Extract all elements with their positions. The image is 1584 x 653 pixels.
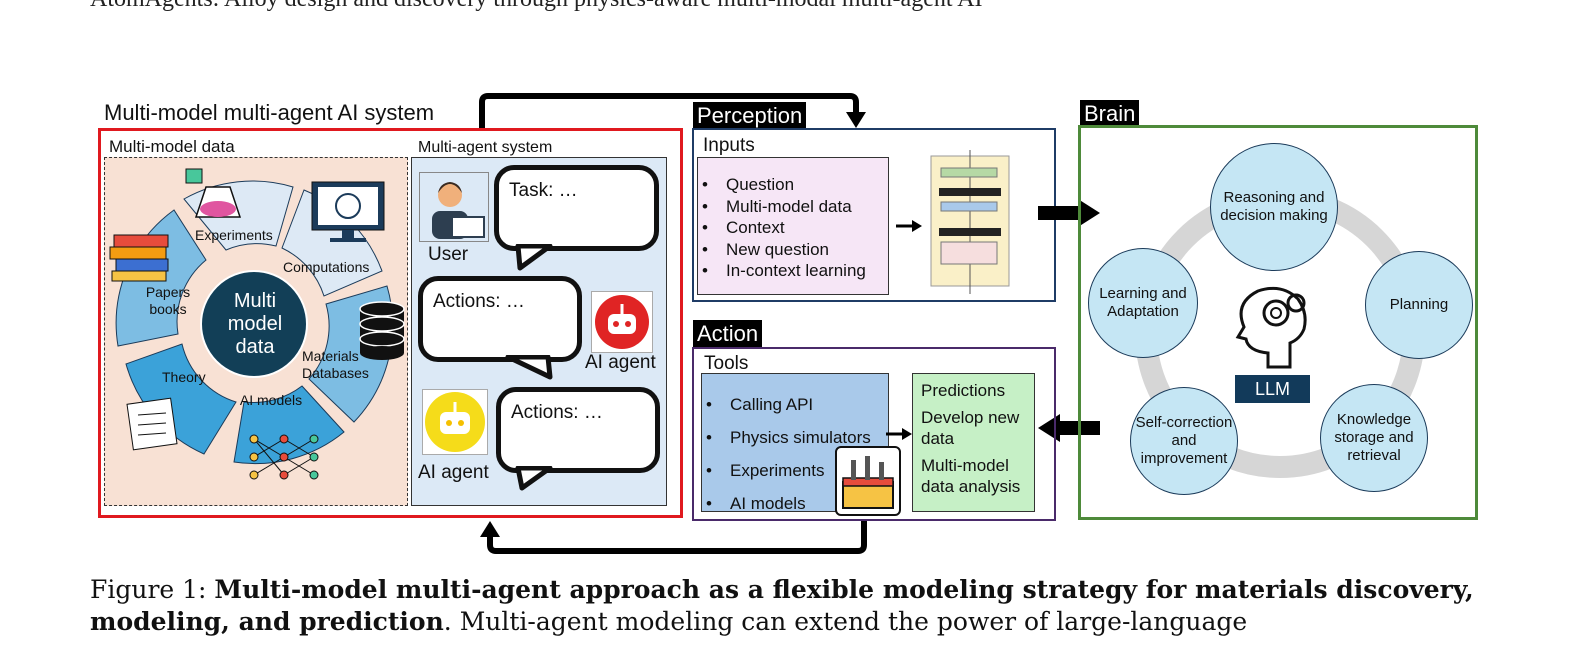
node-self-correction: Self-correction and improvement bbox=[1130, 387, 1238, 495]
ai-agent-label-2: AI agent bbox=[418, 462, 489, 483]
tool-item: AI models bbox=[702, 487, 888, 520]
node-reasoning: Reasoning and decision making bbox=[1210, 143, 1338, 271]
inputs-title: Inputs bbox=[703, 135, 755, 156]
tool-item: Physics simulators bbox=[702, 421, 888, 454]
robot-icon bbox=[595, 295, 649, 349]
multi-agent-label: Multi-agent system bbox=[418, 139, 553, 156]
outputs-panel: Predictions Develop new data Multi-model… bbox=[912, 373, 1035, 512]
notes-icon bbox=[126, 397, 178, 451]
output-item: Predictions bbox=[921, 381, 1006, 400]
data-wheel bbox=[109, 168, 405, 480]
ai-agent-avatar-2 bbox=[422, 389, 488, 455]
action-frame bbox=[692, 347, 1056, 521]
perception-tag: Perception bbox=[693, 102, 807, 130]
multi-model-data-label: Multi-model data bbox=[109, 137, 235, 156]
input-item: New question bbox=[698, 239, 888, 261]
output-item: Develop new data bbox=[921, 408, 1020, 448]
node-learning: Learning and Adaptation bbox=[1088, 248, 1198, 358]
neural-network-icon bbox=[249, 434, 319, 480]
segment-theory: Theory bbox=[162, 369, 206, 385]
user-label: User bbox=[428, 244, 469, 265]
caption-rest: . Multi-agent modeling can extend the po… bbox=[443, 607, 1248, 636]
arrow-right-icon bbox=[896, 220, 922, 232]
caption-prefix: Figure 1: bbox=[90, 575, 215, 604]
flask-icon bbox=[185, 168, 242, 218]
head-gear-icon bbox=[1235, 286, 1307, 369]
books-icon bbox=[109, 234, 169, 282]
feedback-arrow-top bbox=[479, 93, 866, 128]
llm-badge: LLM bbox=[1235, 375, 1310, 403]
input-item: Context bbox=[698, 217, 888, 239]
actions-bubble-2: Actions: … bbox=[496, 387, 660, 473]
input-item: In-context learning bbox=[698, 260, 888, 282]
arrow-right-icon bbox=[886, 428, 912, 440]
node-planning: Planning bbox=[1365, 251, 1473, 359]
tool-item: Experiments bbox=[702, 454, 888, 487]
computer-icon bbox=[311, 181, 385, 242]
input-item: Question bbox=[698, 174, 888, 196]
outputs-list: Predictions Develop new data Multi-model… bbox=[913, 374, 1034, 497]
database-icon bbox=[359, 301, 405, 360]
bubble-tail bbox=[505, 355, 553, 380]
task-bubble: Task: … bbox=[494, 165, 659, 251]
actions-bubble-1: Actions: … bbox=[418, 276, 582, 362]
inputs-list: Question Multi-model data Context New qu… bbox=[698, 158, 888, 282]
output-item: Multi-model data analysis bbox=[921, 456, 1021, 496]
brain-frame bbox=[1078, 125, 1478, 520]
feedback-arrow-bottom bbox=[480, 519, 867, 554]
toolbox-icon bbox=[835, 446, 901, 516]
arrow-to-brain bbox=[1038, 199, 1100, 227]
ai-agent-avatar-1 bbox=[591, 291, 653, 353]
ai-agent-label-1: AI agent bbox=[585, 352, 656, 373]
transformer-icon bbox=[930, 150, 1010, 294]
tools-list: Calling API Physics simulators Experimen… bbox=[702, 374, 888, 520]
user-avatar bbox=[419, 172, 489, 242]
tool-item: Calling API bbox=[702, 388, 888, 421]
user-icon bbox=[432, 182, 485, 239]
actions-text-1: Actions: … bbox=[433, 291, 525, 312]
wheel-center-label: Multi model data bbox=[227, 290, 283, 358]
task-text: Task: … bbox=[509, 180, 578, 201]
input-item: Multi-model data bbox=[698, 196, 888, 218]
segment-papers-books: Papers books bbox=[145, 284, 191, 317]
segment-computations: Computations bbox=[283, 259, 370, 275]
bubble-tail bbox=[515, 244, 553, 271]
system-title: Multi-model multi-agent AI system bbox=[104, 100, 435, 125]
running-head: AtomAgents: Alloy design and discovery t… bbox=[90, 0, 983, 13]
segment-materials-databases: Materials Databases bbox=[302, 348, 369, 381]
segment-ai-models: AI models bbox=[239, 392, 303, 408]
action-tag: Action bbox=[693, 320, 763, 348]
inputs-panel: Question Multi-model data Context New qu… bbox=[697, 157, 889, 295]
segment-experiments: Experiments bbox=[195, 227, 273, 243]
figure-caption: Figure 1: Multi-model multi-agent approa… bbox=[90, 574, 1490, 638]
brain-tag: Brain bbox=[1080, 100, 1140, 128]
robot-icon bbox=[425, 392, 485, 452]
actions-text-2: Actions: … bbox=[511, 402, 603, 423]
caption-bold: Multi-model multi-agent approach as a fl… bbox=[90, 575, 1474, 636]
multi-agent-system-frame bbox=[98, 128, 683, 518]
node-knowledge: Knowledge storage and retrieval bbox=[1320, 384, 1428, 492]
bubble-tail bbox=[515, 466, 553, 491]
tools-title: Tools bbox=[704, 353, 749, 374]
